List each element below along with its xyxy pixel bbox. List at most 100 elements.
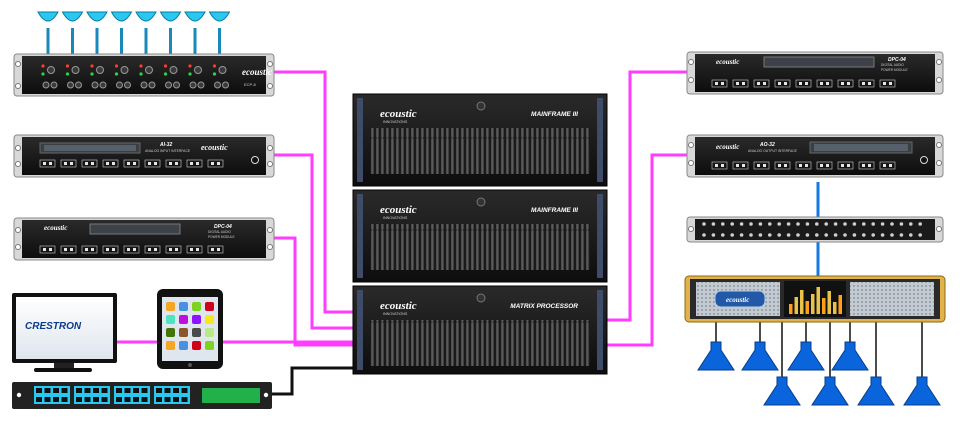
gain-knob[interactable] — [218, 66, 227, 74]
trim-knob[interactable] — [197, 81, 205, 89]
patch-jack[interactable] — [824, 233, 828, 237]
patch-jack[interactable] — [768, 222, 772, 226]
ethernet-port[interactable] — [76, 397, 82, 402]
patch-jack[interactable] — [852, 222, 857, 226]
trim-knob[interactable] — [116, 81, 123, 89]
trim-knob[interactable] — [124, 81, 131, 89]
trim-knob[interactable] — [42, 81, 50, 89]
patch-jack[interactable] — [815, 222, 819, 226]
switch-button[interactable] — [736, 82, 739, 85]
patch-jack[interactable] — [721, 222, 725, 226]
ethernet-port[interactable] — [181, 388, 188, 393]
trim-knob[interactable] — [67, 81, 74, 89]
switch-button[interactable] — [820, 82, 823, 85]
patch-jack[interactable] — [711, 233, 716, 237]
ethernet-port[interactable] — [116, 388, 122, 393]
switch-button[interactable] — [64, 248, 67, 251]
switch-button[interactable] — [49, 162, 52, 165]
switch-button[interactable] — [721, 82, 724, 85]
gain-knob[interactable] — [145, 66, 153, 74]
patch-jack[interactable] — [871, 233, 875, 237]
ethernet-port[interactable] — [124, 397, 131, 402]
ao32-power-button[interactable] — [920, 156, 928, 164]
switch-button[interactable] — [169, 248, 172, 251]
patch-jack[interactable] — [918, 233, 922, 237]
ethernet-port[interactable] — [53, 397, 59, 402]
patch-jack[interactable] — [805, 233, 810, 237]
switch-button[interactable] — [217, 162, 220, 165]
patch-jack[interactable] — [749, 222, 753, 226]
switch-button[interactable] — [841, 164, 844, 167]
patch-jack[interactable] — [862, 222, 866, 226]
patch-jack[interactable] — [777, 233, 781, 237]
switch-button[interactable] — [70, 248, 73, 251]
app-icon[interactable] — [205, 341, 214, 350]
switch-button[interactable] — [862, 82, 865, 85]
trim-knob[interactable] — [173, 81, 180, 89]
patch-jack[interactable] — [805, 222, 810, 226]
switch-button[interactable] — [715, 164, 718, 167]
ethernet-port[interactable] — [44, 397, 51, 402]
switch-button[interactable] — [43, 162, 46, 165]
switch-button[interactable] — [148, 162, 151, 165]
app-icon[interactable] — [192, 328, 201, 337]
app-icon[interactable] — [179, 328, 188, 337]
switch-button[interactable] — [742, 164, 745, 167]
patch-jack[interactable] — [749, 233, 753, 237]
app-icon[interactable] — [179, 302, 188, 311]
ethernet-port[interactable] — [93, 397, 99, 402]
switch-button[interactable] — [217, 248, 220, 251]
patch-jack[interactable] — [758, 233, 763, 237]
ethernet-port[interactable] — [156, 388, 162, 393]
switch-button[interactable] — [757, 164, 760, 167]
patch-jack[interactable] — [721, 233, 725, 237]
app-icon[interactable] — [179, 315, 188, 324]
patch-jack[interactable] — [880, 233, 885, 237]
patch-jack[interactable] — [843, 233, 847, 237]
switch-button[interactable] — [847, 82, 850, 85]
patch-jack[interactable] — [758, 222, 763, 226]
switch-button[interactable] — [190, 248, 193, 251]
ethernet-port[interactable] — [84, 388, 91, 393]
patch-jack[interactable] — [852, 233, 857, 237]
switch-button[interactable] — [736, 164, 739, 167]
trim-knob[interactable] — [189, 81, 197, 89]
switch-button[interactable] — [211, 248, 214, 251]
switch-button[interactable] — [154, 162, 157, 165]
trim-knob[interactable] — [91, 81, 99, 89]
trim-knob[interactable] — [75, 81, 82, 89]
gain-knob[interactable] — [47, 66, 55, 74]
gain-knob[interactable] — [71, 66, 80, 74]
gain-knob[interactable] — [120, 66, 129, 74]
app-icon[interactable] — [166, 315, 175, 324]
switch-button[interactable] — [742, 82, 745, 85]
switch-button[interactable] — [190, 162, 193, 165]
patch-jack[interactable] — [862, 233, 866, 237]
gain-knob[interactable] — [194, 66, 202, 74]
ethernet-port[interactable] — [156, 397, 162, 402]
ethernet-port[interactable] — [61, 397, 68, 402]
app-icon[interactable] — [192, 341, 201, 350]
patch-jack[interactable] — [702, 222, 706, 226]
patch-jack[interactable] — [786, 233, 791, 237]
ethernet-port[interactable] — [141, 397, 148, 402]
ethernet-port[interactable] — [101, 397, 108, 402]
switch-button[interactable] — [757, 82, 760, 85]
app-icon[interactable] — [192, 315, 201, 324]
ethernet-port[interactable] — [36, 397, 42, 402]
app-icon[interactable] — [166, 328, 175, 337]
trim-knob[interactable] — [140, 81, 148, 89]
switch-button[interactable] — [763, 164, 766, 167]
patch-jack[interactable] — [777, 222, 781, 226]
switch-button[interactable] — [763, 82, 766, 85]
patch-jack[interactable] — [730, 233, 734, 237]
power-indicator-icon[interactable] — [476, 197, 486, 207]
ethernet-port[interactable] — [164, 397, 171, 402]
patch-jack[interactable] — [815, 233, 819, 237]
switch-button[interactable] — [883, 164, 886, 167]
ethernet-port[interactable] — [84, 397, 91, 402]
patch-jack[interactable] — [909, 222, 913, 226]
ethernet-port[interactable] — [61, 388, 68, 393]
switch-button[interactable] — [826, 164, 829, 167]
ethernet-port[interactable] — [124, 388, 131, 393]
